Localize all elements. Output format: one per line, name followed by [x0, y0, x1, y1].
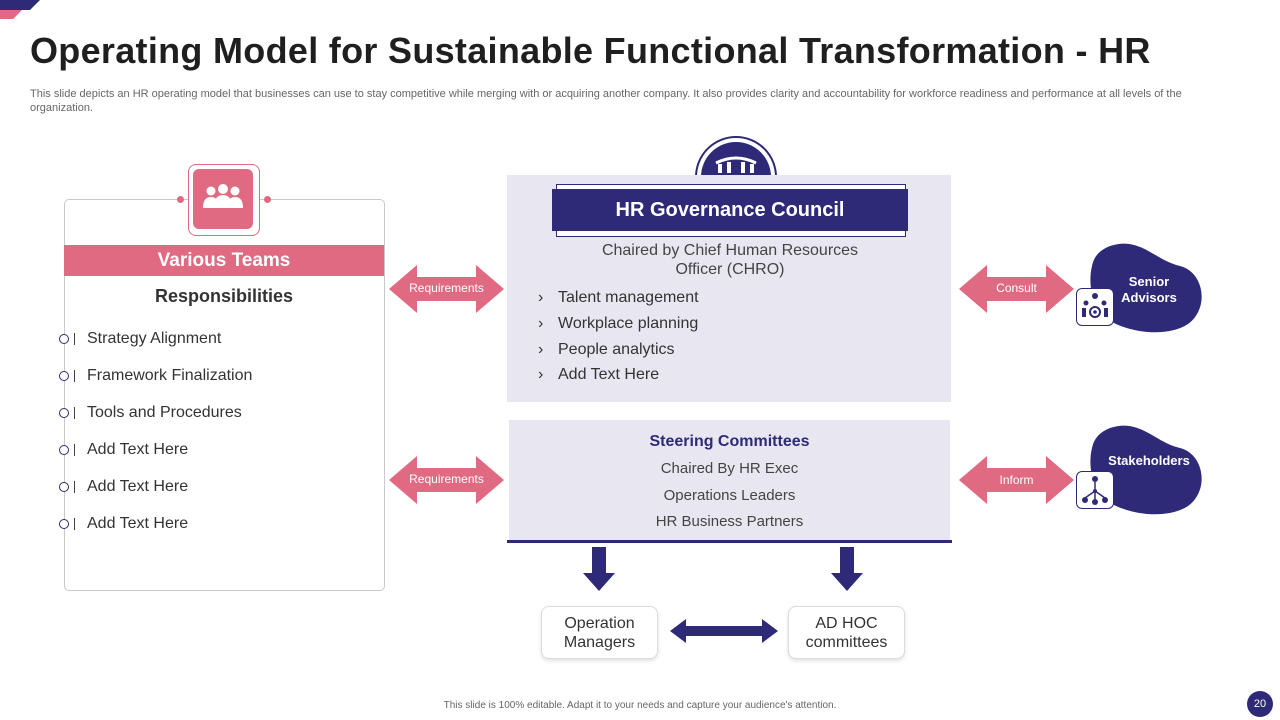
senior-advisors-line-2: Advisors — [1121, 290, 1177, 305]
stakeholders-label: Stakeholders — [1108, 453, 1190, 468]
double-arrow-inform — [959, 456, 1074, 504]
senior-advisors-line-1: Senior — [1128, 274, 1170, 289]
governance-item-text: People analytics — [558, 341, 675, 358]
corner-decoration-navy — [0, 0, 40, 10]
bullet-circle-icon — [59, 482, 69, 492]
list-item-text: Add Text Here — [87, 515, 189, 532]
list-item-text: Add Text Here — [87, 441, 189, 458]
list-item-text: Strategy Alignment — [87, 330, 222, 347]
governance-item-text: Add Text Here — [558, 366, 660, 383]
page-title: Operating Model for Sustainable Function… — [30, 30, 1151, 71]
double-arrow-requirements-bottom — [389, 456, 504, 504]
inform-label: Inform — [999, 473, 1034, 487]
divider — [74, 444, 75, 456]
chaired-line-2: Officer (CHRO) — [675, 261, 785, 278]
governance-item-text: Workplace planning — [558, 315, 699, 332]
steering-row: Operations Leaders — [663, 487, 796, 504]
advisors-network-icon — [1076, 288, 1114, 326]
list-item: Strategy Alignment — [59, 328, 221, 350]
list-item-text: Framework Finalization — [87, 367, 253, 384]
operation-managers-box: Operation Managers — [541, 606, 658, 659]
divider — [74, 481, 75, 493]
list-item: Add Text Here — [59, 439, 188, 461]
governance-item-text: Talent management — [558, 289, 699, 306]
page-subtitle: This slide depicts an HR operating model… — [30, 88, 1182, 114]
page-number: 20 — [1247, 691, 1273, 717]
bullet-circle-icon — [59, 334, 69, 344]
double-arrow-consult — [959, 265, 1074, 313]
senior-advisors-label: Senior Advisors — [1098, 274, 1200, 306]
senior-advisors-blob — [1090, 243, 1202, 333]
list-item-text: Add Text Here — [87, 478, 189, 495]
consult-label: Consult — [996, 281, 1037, 295]
chevron-right-icon: › — [538, 341, 544, 358]
list-item: Add Text Here — [59, 476, 188, 498]
bullet-circle-icon — [59, 445, 69, 455]
stakeholders-network-icon — [1076, 471, 1114, 509]
steering-committees-panel — [509, 420, 950, 540]
divider — [74, 333, 75, 345]
list-item: Add Text Here — [59, 513, 188, 535]
chevron-right-icon: › — [538, 366, 544, 383]
divider — [74, 518, 75, 530]
down-arrow-left — [583, 547, 615, 591]
stakeholders-blob — [1090, 425, 1202, 515]
divider — [74, 407, 75, 419]
corner-decoration-pink — [0, 10, 22, 19]
chevron-right-icon: › — [538, 315, 544, 332]
responsibilities-heading: Responsibilities — [154, 286, 294, 306]
operation-managers-line-2: Managers — [563, 633, 636, 651]
bullet-circle-icon — [59, 408, 69, 418]
governance-item: › Workplace planning — [538, 315, 698, 333]
connector-dot-right — [264, 196, 271, 203]
ad-hoc-line-2: committees — [805, 633, 888, 651]
down-arrow-right — [831, 547, 863, 591]
footer-note: This slide is 100% editable. Adapt it to… — [443, 700, 837, 711]
bullet-circle-icon — [59, 519, 69, 529]
steering-title: Steering Committees — [649, 433, 810, 450]
requirements-label-bottom: Requirements — [409, 472, 484, 486]
steering-row: HR Business Partners — [655, 513, 804, 530]
chaired-line-1: Chaired by Chief Human Resources — [601, 242, 859, 259]
council-building-icon — [694, 136, 778, 177]
steering-underline — [507, 540, 952, 543]
requirements-label-top: Requirements — [409, 281, 484, 295]
list-item-text: Tools and Procedures — [87, 404, 242, 421]
governance-title: HR Governance Council — [552, 189, 908, 231]
ad-hoc-committees-box: AD HOC committees — [788, 606, 905, 659]
list-item: Tools and Procedures — [59, 402, 242, 424]
operation-managers-line-1: Operation — [564, 614, 635, 632]
team-icon — [193, 169, 253, 229]
list-item: Framework Finalization — [59, 365, 252, 387]
governance-chaired-by: Chaired by Chief Human Resources Officer… — [507, 241, 953, 279]
steering-row: Chaired By HR Exec — [660, 460, 799, 477]
divider — [74, 370, 75, 382]
governance-item: › Add Text Here — [538, 366, 659, 384]
bidirectional-arrow-navy — [670, 619, 778, 643]
governance-item: › People analytics — [538, 341, 675, 359]
chevron-right-icon: › — [538, 289, 544, 306]
bullet-circle-icon — [59, 371, 69, 381]
governance-item: › Talent management — [538, 289, 699, 307]
double-arrow-requirements-top — [389, 265, 504, 313]
various-teams-band: Various Teams — [64, 245, 384, 276]
ad-hoc-line-1: AD HOC — [815, 614, 878, 632]
connector-dot-left — [177, 196, 184, 203]
